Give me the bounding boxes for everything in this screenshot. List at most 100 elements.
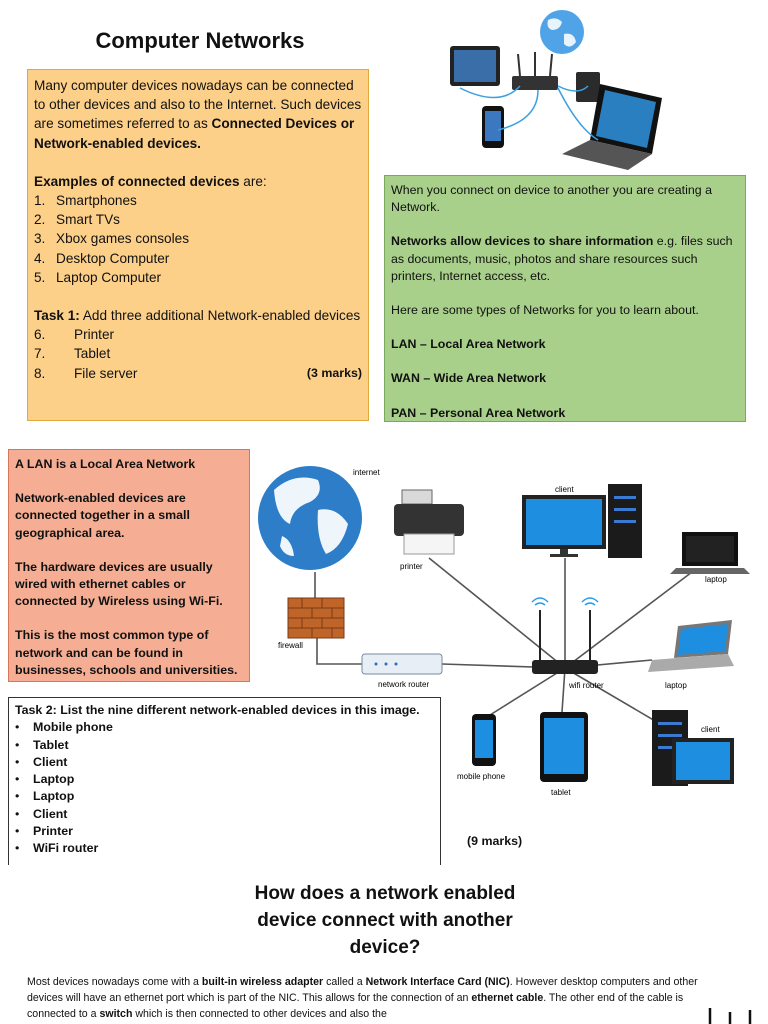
examples-list: 1. Smartphones 2. Smart TVs 3. Xbox games c…	[34, 191, 362, 287]
lan-info-box: A LAN is a Local Area Network Network-en…	[8, 449, 250, 682]
network-sharing-rest: e.g. files such as documents, music, pho…	[391, 234, 733, 283]
task1-marks: (3 marks)	[306, 365, 362, 380]
list-text: Xbox games consoles	[56, 231, 189, 247]
lan-paragraph-3: This is the most common type of network …	[15, 628, 238, 677]
list-text: Printer	[74, 327, 115, 343]
list-item: Laptop	[15, 771, 434, 788]
connected-devices-illustration	[450, 10, 662, 170]
laptop-icon	[670, 532, 750, 574]
list-item: 6. Printer	[34, 325, 362, 344]
paragraph-bold: built-in wireless adapter	[201, 976, 324, 988]
network-sharing-text: Networks allow devices to share informat…	[391, 233, 739, 285]
list-number: 4.	[34, 250, 46, 266]
list-item: Tablet	[15, 737, 434, 754]
list-number: 7.	[34, 346, 46, 362]
list-number: 6.	[34, 327, 46, 343]
list-number: 1.	[34, 193, 46, 209]
list-item: WiFi router	[15, 840, 434, 857]
task1-label: Task 1:	[34, 308, 80, 324]
examples-heading-rest: are:	[239, 173, 267, 189]
page-title: Computer Networks	[95, 28, 305, 53]
internet-label: internet	[353, 468, 380, 477]
paragraph-bold: switch	[99, 1008, 133, 1020]
firewall-icon	[287, 597, 345, 639]
network-sharing-bold: Networks allow devices to share informat…	[391, 234, 654, 249]
client-top-label: client	[555, 485, 574, 494]
task2-answer-list: Mobile phone Tablet Client Laptop Laptop…	[15, 719, 434, 857]
globe-icon	[258, 466, 362, 570]
laptop-top-label: laptop	[705, 575, 727, 584]
network-router-label: network router	[378, 680, 429, 689]
nic-paragraph: Most devices nowadays come with a built-…	[27, 974, 717, 1022]
task2-heading: Task 2: List the nine different network-…	[15, 703, 420, 717]
paragraph-text: . The other end of the cable is connecte…	[27, 992, 684, 1020]
network-info-box: When you connect on device to another yo…	[384, 175, 746, 422]
tablet-icon	[540, 712, 588, 782]
paragraph-bold: Network Interface Card (NIC)	[365, 976, 510, 988]
lan-definition: LAN – Local Area Network	[391, 337, 546, 352]
list-item: Client	[15, 806, 434, 823]
printer-icon	[394, 489, 464, 555]
router-icon	[512, 52, 558, 90]
lan-paragraph-2: The hardware devices are usually wired w…	[15, 559, 223, 609]
laptop-icon	[562, 84, 662, 170]
wifi-router-label: wifi router	[568, 681, 604, 690]
list-number: 3.	[34, 231, 46, 247]
decorative-lines-icon	[708, 1008, 752, 1024]
tablet-label: tablet	[551, 788, 571, 797]
list-item: 1. Smartphones	[34, 191, 362, 210]
paragraph-text: Most devices nowadays come with a	[27, 976, 202, 988]
pan-definition: PAN – Personal Area Network	[391, 405, 566, 420]
network-router-icon	[361, 653, 443, 675]
list-number: 2.	[34, 212, 46, 228]
list-number: 8.	[34, 365, 46, 381]
paragraph-text: called a	[323, 976, 366, 988]
list-text: Smartphones	[56, 193, 137, 209]
laptop-icon	[648, 620, 734, 672]
list-number: 5.	[34, 269, 46, 285]
list-item: 3. Xbox games consoles	[34, 229, 362, 248]
list-item: 2. Smart TVs	[34, 210, 362, 229]
list-item: 8. File server (3 marks)	[34, 364, 362, 383]
task2-box: Task 2: List the nine different network-…	[8, 697, 441, 865]
paragraph-text: which is then connected to other devices…	[132, 1008, 387, 1020]
lan-paragraph-1: Network-enabled devices are connected to…	[15, 491, 190, 540]
list-item: 4. Desktop Computer	[34, 249, 362, 268]
list-text: Desktop Computer	[56, 250, 170, 266]
mobile-phone-label: mobile phone	[457, 772, 506, 781]
wan-definition: WAN – Wide Area Network	[391, 371, 547, 386]
network-definition: When you connect on device to another yo…	[391, 183, 712, 215]
lan-diagram: internet printer client laptop firewall …	[258, 466, 750, 797]
firewall-label: firewall	[278, 641, 303, 650]
intro-text: Many computer devices nowadays can be co…	[34, 76, 362, 153]
examples-heading: Examples of connected devices are:	[34, 172, 362, 191]
list-item: 5. Laptop Computer	[34, 268, 362, 287]
lan-heading: A LAN is a Local Area Network	[15, 457, 196, 471]
intro-text-bold: Connected Devices or Network-enabled dev…	[34, 116, 355, 151]
desktop-computer-icon	[522, 484, 642, 558]
printer-label: printer	[400, 562, 423, 571]
task1-instruction: Add three additional Network-enabled dev…	[79, 308, 361, 324]
paragraph-bold: ethernet cable	[471, 992, 544, 1004]
list-item: Client	[15, 754, 434, 771]
list-item: Mobile phone	[15, 719, 434, 736]
task1-answers: 6. Printer 7.Tablet 8. File server (3 marks…	[34, 325, 362, 383]
task2-marks: (9 marks)	[467, 834, 523, 848]
phone-icon	[482, 106, 504, 148]
list-item: 7.Tablet	[34, 344, 362, 363]
laptop-bottom-label: laptop	[665, 681, 687, 690]
list-item: Printer	[15, 823, 434, 840]
wifi-router-icon	[531, 597, 599, 674]
tablet-icon	[450, 46, 500, 86]
examples-heading-bold: Examples of connected devices	[34, 173, 240, 189]
task1-text: Task 1: Add three additional Network-ena…	[34, 306, 362, 325]
client-bottom-label: client	[701, 725, 720, 734]
list-text: Laptop Computer	[56, 269, 162, 285]
network-types-intro: Here are some types of Networks for you …	[391, 303, 699, 318]
globe-icon	[540, 10, 584, 54]
desktop-computer-icon	[652, 710, 734, 786]
list-text: File server	[74, 365, 138, 381]
section-heading: How does a network enabled device connec…	[254, 883, 516, 958]
mobile-phone-icon	[472, 714, 496, 766]
list-text: Smart TVs	[56, 212, 120, 228]
